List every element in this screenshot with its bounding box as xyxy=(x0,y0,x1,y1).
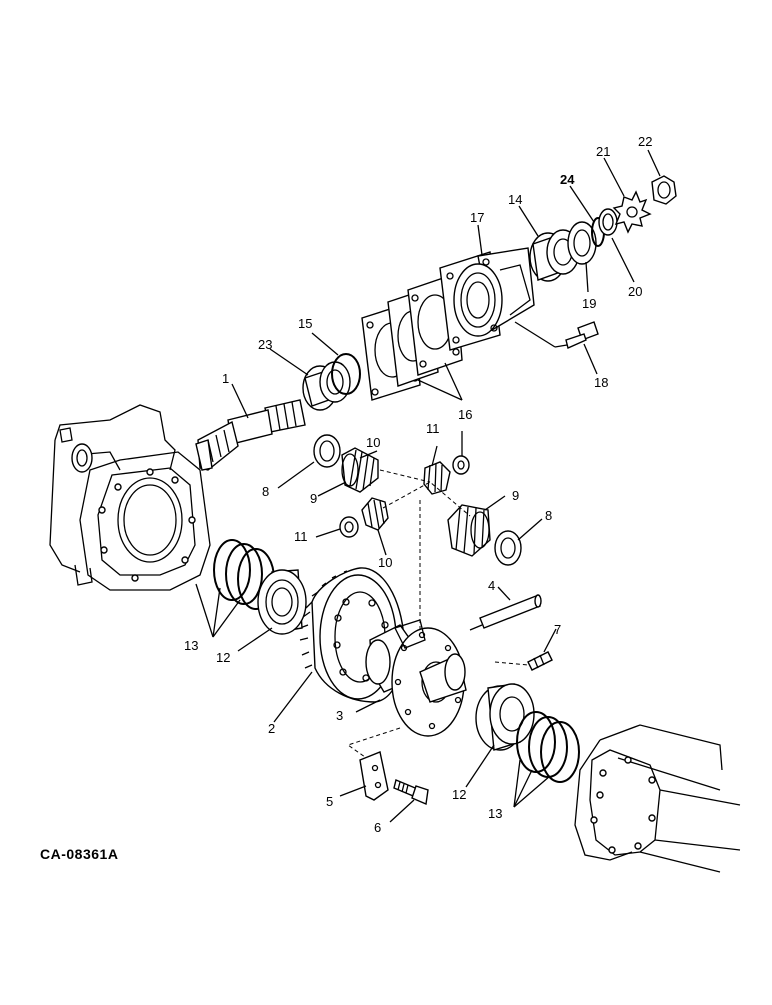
right-carrier-bearing xyxy=(475,683,535,751)
callout-5: 5 xyxy=(326,794,333,809)
callout-13-left: 13 xyxy=(184,638,198,653)
left-shims xyxy=(213,539,275,610)
callout-24: 24 xyxy=(560,172,575,187)
callout-10-lower: 10 xyxy=(378,555,392,570)
side-gear-right xyxy=(447,504,491,557)
callout-8-left: 8 xyxy=(262,484,269,499)
callout-20: 20 xyxy=(628,284,642,299)
pinion-shaft xyxy=(195,399,306,471)
callout-8-right: 8 xyxy=(545,508,552,523)
snap-ring xyxy=(331,353,361,395)
spacer xyxy=(598,208,618,236)
oil-seal xyxy=(567,221,597,265)
lock-washer xyxy=(612,190,652,234)
callout-9-right: 9 xyxy=(512,488,519,503)
callout-22: 22 xyxy=(638,134,652,149)
callout-13-right: 13 xyxy=(488,806,502,821)
shim-gaskets xyxy=(361,273,463,401)
callout-14: 14 xyxy=(508,192,522,207)
thrust-washer-lower xyxy=(339,516,359,538)
callout-2: 2 xyxy=(268,721,275,736)
callout-15: 15 xyxy=(298,316,312,331)
callout-17: 17 xyxy=(470,210,484,225)
pinion-gear-lower xyxy=(361,497,389,531)
cross-shaft xyxy=(469,594,542,631)
side-gear-left xyxy=(341,447,379,493)
thrust-washer-right xyxy=(494,530,522,566)
assembly-guide-lines xyxy=(379,469,471,640)
thrust-washer-upper xyxy=(452,455,470,475)
leader-lines xyxy=(195,149,661,823)
cage-bolt xyxy=(554,321,599,349)
callout-9-left: 9 xyxy=(310,491,317,506)
callout-12-right: 12 xyxy=(452,787,466,802)
right-shims xyxy=(516,711,580,783)
callout-11-upper: 11 xyxy=(426,421,440,436)
callout-11-lower: 11 xyxy=(294,529,308,544)
lock-plate xyxy=(359,751,389,801)
thrust-washer-left xyxy=(313,434,341,468)
callout-21: 21 xyxy=(596,144,610,159)
callout-6: 6 xyxy=(374,820,381,835)
callout-10-upper: 10 xyxy=(366,435,380,450)
callout-16: 16 xyxy=(458,407,472,422)
pinion-cage xyxy=(439,247,556,351)
slotted-nut xyxy=(651,175,677,205)
pinion-gear-upper xyxy=(423,461,451,495)
callout-23: 23 xyxy=(258,337,272,352)
callout-7: 7 xyxy=(554,622,561,637)
left-carrier-bearing xyxy=(257,569,307,635)
right-axle-housing xyxy=(574,724,741,873)
callout-4: 4 xyxy=(488,578,495,593)
bolt xyxy=(393,779,429,806)
callout-3: 3 xyxy=(336,708,343,723)
callout-12-left: 12 xyxy=(216,650,230,665)
callout-1: 1 xyxy=(222,371,229,386)
differential-case xyxy=(365,619,467,737)
callout-19: 19 xyxy=(582,296,596,311)
lock-pin xyxy=(494,651,553,671)
pinion-bearing xyxy=(302,361,351,411)
callout-18: 18 xyxy=(594,375,608,390)
drawing-code-label: CA-08361A xyxy=(40,846,119,862)
left-axle-housing xyxy=(49,404,211,591)
